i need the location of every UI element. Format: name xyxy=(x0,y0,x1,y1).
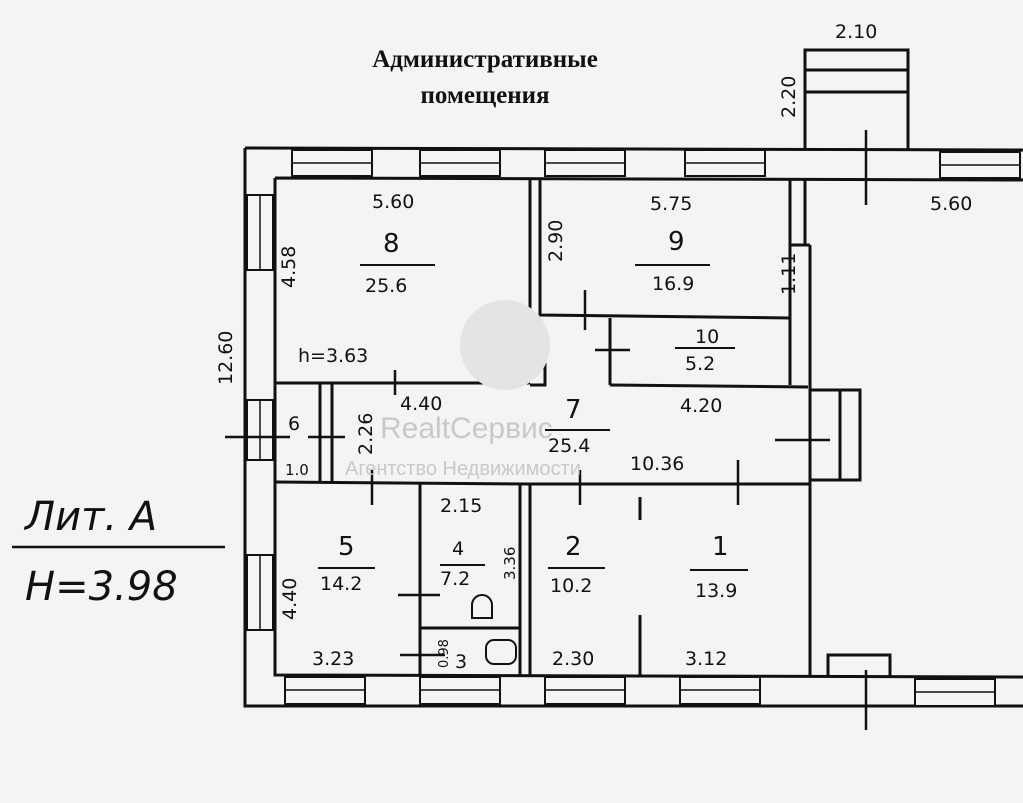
plan-title: Административные помещения xyxy=(300,42,670,114)
corridor-wall-bottom xyxy=(274,480,810,486)
room-8-area: 25.6 xyxy=(365,275,407,297)
room-5-number: 5 xyxy=(338,532,355,562)
dim-room-2-width: 2.30 xyxy=(552,648,594,670)
porch-bottom xyxy=(826,653,892,677)
wall-room-4 xyxy=(418,484,522,675)
legend: Лит. А H=3.98 xyxy=(12,494,225,610)
watermark-subtitle: Агентство Недвижимости xyxy=(345,458,581,480)
sink-icon xyxy=(485,639,517,665)
dim-building-depth: 12.60 xyxy=(215,331,237,385)
wall-right-block xyxy=(790,180,812,677)
wall-9-bottom xyxy=(538,180,792,320)
dim-room-9-width: 5.75 xyxy=(650,193,692,215)
room-1-number: 1 xyxy=(712,532,729,562)
wall-room-10 xyxy=(608,318,792,385)
plan-title-line-1: Административные xyxy=(372,46,598,73)
dim-corridor-right: 4.20 xyxy=(680,395,722,417)
porch-top xyxy=(803,48,910,150)
dim-corridor-length: 10.36 xyxy=(630,453,684,475)
outer-wall xyxy=(243,146,1023,708)
room-10-number: 10 xyxy=(695,326,719,348)
room-4-number: 4 xyxy=(452,538,464,560)
watermark: RealtСервис Агентство Недвижимости xyxy=(345,300,581,480)
dim-room-8-width: 5.60 xyxy=(372,191,414,213)
dim-room-3-depth: 0.98 xyxy=(437,639,452,668)
dim-room-4-width: 2.15 xyxy=(440,495,482,517)
room-7-number: 7 xyxy=(565,395,582,425)
dim-ceiling-height: h=3.63 xyxy=(298,345,368,367)
watermark-brand: RealtСервис xyxy=(380,412,553,445)
dim-room-9-depth: 2.90 xyxy=(545,220,567,262)
dim-corridor-depth: 2.26 xyxy=(355,413,377,455)
wall-room-6 xyxy=(318,383,334,482)
room-4-area: 7.2 xyxy=(440,568,470,590)
room-8-number: 8 xyxy=(383,229,400,259)
room-1-area: 13.9 xyxy=(695,580,737,602)
dim-room-1-width: 3.12 xyxy=(685,648,727,670)
room-10-area: 5.2 xyxy=(685,353,715,375)
toilet-icon xyxy=(471,594,493,619)
legend-height: H=3.98 xyxy=(25,564,178,610)
legend-lit: Лит. А xyxy=(23,494,157,540)
dim-porch-depth: 2.20 xyxy=(778,76,800,118)
dim-room-4-depth: 3.36 xyxy=(501,547,519,580)
window-glazing-lines xyxy=(259,162,1020,693)
plan-title-line-2: помещения xyxy=(420,82,550,109)
door-marks xyxy=(225,130,868,730)
room-2-number: 2 xyxy=(565,532,582,562)
room-3-number: 3 xyxy=(455,651,467,673)
dim-right-width: 5.60 xyxy=(930,193,972,215)
dim-room-5-depth: 4.40 xyxy=(279,578,301,620)
vestibule xyxy=(810,388,862,482)
room-2-area: 10.2 xyxy=(550,575,592,597)
dim-corridor-left: 4.40 xyxy=(400,393,442,415)
wall-room-2 xyxy=(528,484,642,675)
room-9-number: 9 xyxy=(668,227,685,257)
dim-room-8-depth: 4.58 xyxy=(278,246,300,288)
dim-small-depth: 1.11 xyxy=(778,253,800,295)
room-5-area: 14.2 xyxy=(320,573,362,595)
room-6-number: 6 xyxy=(288,413,300,435)
dim-porch-width: 2.10 xyxy=(835,21,877,43)
dim-room-6-width: 1.0 xyxy=(285,461,309,479)
watermark-logo-icon xyxy=(460,300,550,390)
room-9-area: 16.9 xyxy=(652,273,694,295)
room-7-area: 25.4 xyxy=(548,435,590,457)
dim-room-5-width: 3.23 xyxy=(312,648,354,670)
